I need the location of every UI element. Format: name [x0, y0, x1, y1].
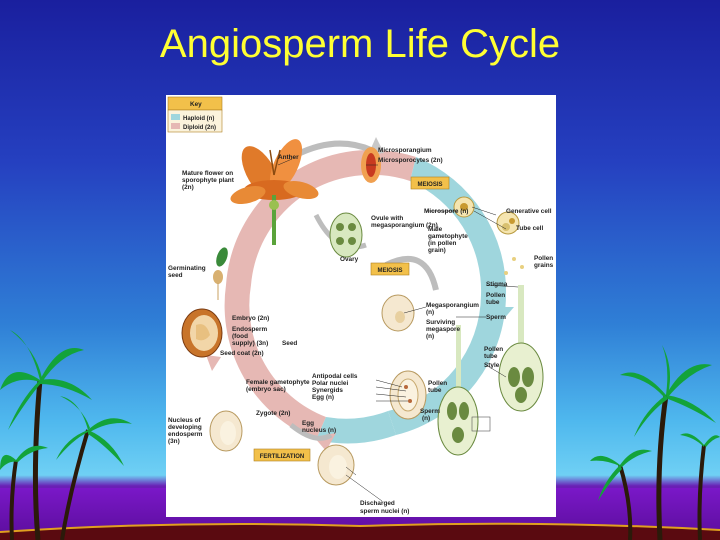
mature-flower-icon [230, 139, 319, 245]
label-egg: Egg (n) [312, 394, 334, 401]
label-nucleus-1: Nucleus of [168, 417, 202, 424]
pollen-tube-icon [437, 325, 491, 456]
fertilization-box: FERTILIZATION [253, 448, 311, 462]
label-sperm-b2: (n) [422, 415, 430, 422]
label-pollen-tube-c2: tube [428, 387, 442, 394]
label-ovule-1: Ovule with [371, 215, 403, 222]
pistil-icon [498, 285, 544, 412]
label-surviving-1: Surviving [426, 319, 455, 326]
label-mature-flower-2: sporophyte plant [182, 177, 235, 184]
label-megasporangium-2: (n) [426, 309, 434, 316]
pollen-grain-icon [453, 196, 524, 275]
label-polar: Polar nuclei [312, 380, 348, 387]
palm-tree-right-icon [590, 345, 720, 540]
label-nucleus-3: endosperm [168, 431, 203, 438]
germinating-seed-icon [213, 247, 228, 300]
meiosis-box-top: MEIOSIS [410, 176, 450, 190]
seed-icon [181, 308, 223, 358]
key-diploid: Diploid (2n) [183, 125, 216, 131]
label-microspore: Microspore (n) [424, 208, 468, 215]
label-germinating-1: Germinating [168, 265, 206, 272]
label-embryo: Embryo (2n) [232, 315, 269, 322]
fertilization-ovule-icon [317, 444, 355, 486]
label-nucleus-4: (3n) [168, 438, 180, 445]
meiosis-box-mid: MEIOSIS [370, 262, 410, 276]
diploid-swatch [171, 123, 180, 129]
label-ovary: Ovary [340, 256, 359, 263]
label-anther: Anther [278, 154, 299, 161]
label-egg-nucleus-2: nucleus (n) [302, 427, 336, 434]
label-ovule-2: megasporangium (2n) [371, 222, 438, 229]
label-megasporangium-1: Megasporangium [426, 302, 479, 309]
label-mature-flower-1: Mature flower on [182, 170, 233, 177]
slide-title: Angiosperm Life Cycle [159, 22, 561, 66]
label-sperm: Sperm [486, 314, 506, 321]
label-seed-coat: Seed coat (2n) [220, 350, 264, 357]
label-endosperm-2: (food [232, 333, 248, 340]
label-surviving-2: megaspore [426, 326, 461, 333]
label-female-gam-1: Female gametophyte [246, 379, 310, 386]
label-pollen-tube-2: tube [486, 299, 500, 306]
label-stigma: Stigma [486, 281, 508, 288]
label-nucleus-2: developing [168, 424, 202, 431]
label-mature-flower-3: (2n) [182, 184, 194, 191]
island-silhouette [0, 522, 720, 540]
label-tube-cell: Tube cell [516, 225, 543, 232]
label-male-gam-1: Male [428, 226, 443, 233]
key-heading: Key [190, 101, 202, 108]
haploid-arc-right [410, 157, 507, 295]
label-discharged-1: Discharged [360, 500, 395, 507]
label-microsporangium: Microsporangium [378, 147, 432, 154]
label-style: Style [484, 362, 500, 369]
key-legend: Key Haploid (n) Diploid (2n) [167, 96, 223, 133]
label-male-gam-3: (in pollen [428, 240, 456, 247]
label-pollen-grains-1: Pollen [534, 255, 553, 262]
label-egg-nucleus-1: Egg [302, 420, 314, 427]
label-antipodal: Antipodal cells [312, 373, 358, 380]
label-female-gam-2: (embryo sac) [246, 386, 286, 393]
svg-text:MEIOSIS: MEIOSIS [417, 182, 442, 188]
label-pollen-tube-c1: Pollen [428, 380, 447, 387]
label-pollen-tube-1: Pollen [486, 292, 505, 299]
diploid-arc-left [224, 285, 326, 440]
label-endosperm-3: supply) (3n) [232, 340, 268, 347]
svg-text:MEIOSIS: MEIOSIS [377, 268, 402, 274]
label-zygote: Zygote (2n) [256, 410, 290, 417]
megasporangium-icon [381, 294, 415, 332]
life-cycle-diagram: Key Haploid (n) Diploid (2n) [166, 95, 556, 517]
label-male-gam-4: grain) [428, 247, 446, 254]
label-generative-cell: Generative cell [506, 208, 552, 215]
palm-tree-left-icon [0, 330, 132, 540]
label-germinating-2: seed [168, 272, 183, 279]
label-pollen-tube-b2: tube [484, 353, 498, 360]
diploid-arc-top [226, 150, 366, 285]
key-haploid: Haploid (n) [183, 116, 214, 122]
label-endosperm-1: Endosperm [232, 326, 267, 333]
label-sperm-b1: Sperm [420, 408, 440, 415]
svg-text:FERTILIZATION: FERTILIZATION [260, 454, 305, 460]
label-surviving-3: (n) [426, 333, 434, 340]
embryo-sac-icon [389, 370, 427, 420]
zygote-icon [209, 410, 243, 452]
haploid-swatch [171, 114, 180, 120]
ovule-icon [329, 212, 363, 258]
label-synergids: Synergids [312, 387, 343, 394]
label-discharged-2: sperm nuclei (n) [360, 508, 409, 515]
label-pollen-grains-2: grains [534, 262, 554, 269]
label-microsporocytes: Microsporocytes (2n) [378, 157, 443, 164]
label-male-gam-2: gametophyte [428, 233, 468, 240]
label-pollen-tube-b1: Pollen [484, 346, 503, 353]
label-seed: Seed [282, 340, 297, 347]
